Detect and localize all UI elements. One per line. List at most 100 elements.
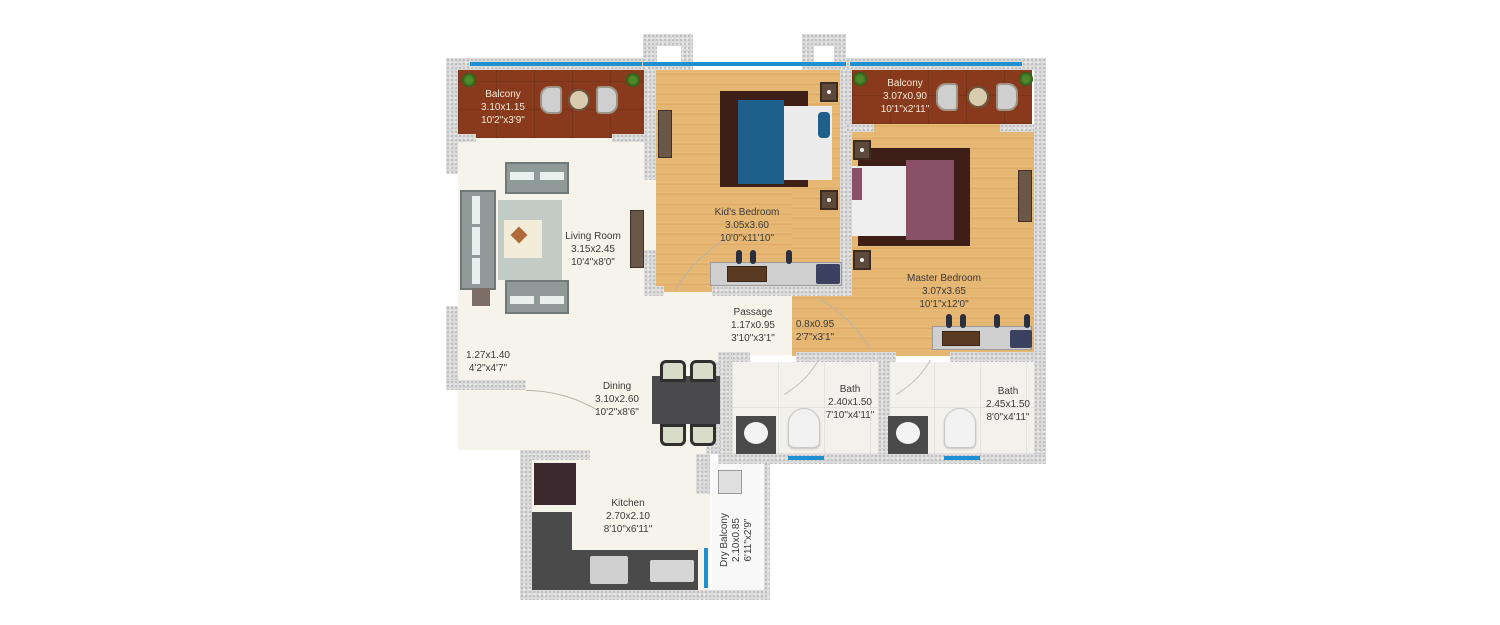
room-metric: 1.17x0.95 bbox=[731, 320, 775, 331]
wall-master-balcony-left bbox=[846, 124, 874, 132]
glass-bath-common bbox=[788, 456, 824, 460]
plant-icon bbox=[853, 72, 867, 86]
room-metric: 3.07x0.90 bbox=[883, 91, 927, 102]
wall-bath-top-left bbox=[720, 352, 750, 362]
label-master-bedroom: Master Bedroom 3.07x3.65 10'1"x12'0" bbox=[907, 272, 981, 311]
stove-icon bbox=[590, 556, 628, 584]
room-name: Dry Balcony bbox=[719, 513, 730, 567]
room-name: Dining bbox=[602, 381, 632, 392]
toilet-icon bbox=[788, 408, 820, 448]
wall-bath-left bbox=[718, 352, 732, 462]
wall-balcony-living-right bbox=[612, 134, 646, 142]
refrigerator bbox=[534, 463, 576, 505]
window-frame-left bbox=[657, 46, 681, 64]
dining-chair bbox=[660, 424, 686, 446]
room-name: Kid's Bedroom bbox=[714, 207, 780, 218]
plant-icon bbox=[1019, 72, 1033, 86]
sofa-cushion bbox=[540, 296, 564, 304]
room-metric: 2.45x1.50 bbox=[986, 399, 1030, 410]
wall-bath-top-right bbox=[950, 352, 1046, 362]
wall-left-living bbox=[446, 138, 458, 174]
room-imperial: 4'2"x4'7" bbox=[468, 363, 508, 374]
tv-unit-living bbox=[630, 210, 644, 268]
wall-kitchen-bottom bbox=[520, 590, 768, 600]
shoe-icon bbox=[1024, 314, 1030, 328]
wall-kitchen-drybalcony bbox=[696, 454, 710, 494]
wall-kitchen-left bbox=[520, 450, 532, 600]
room-metric: 2.10x0.85 bbox=[731, 518, 742, 562]
armchair-icon bbox=[936, 83, 958, 111]
room-imperial: 10'2"x3'9" bbox=[481, 115, 525, 126]
shoe-icon bbox=[786, 250, 792, 264]
room-name: Living Room bbox=[565, 231, 621, 242]
label-kids-bedroom: Kid's Bedroom 3.05x3.60 10'0"x11'10" bbox=[715, 206, 780, 245]
wall-bath-bottom bbox=[718, 454, 1046, 464]
room-imperial: 8'0"x4'11" bbox=[986, 412, 1030, 423]
glass-dry-balcony bbox=[704, 548, 708, 588]
room-imperial: 8'10"x6'11" bbox=[603, 524, 653, 535]
suitcase-icon bbox=[942, 331, 980, 346]
room-metric: 3.07x3.65 bbox=[922, 286, 966, 297]
dining-table bbox=[652, 376, 720, 424]
wall-kids-bottom bbox=[712, 286, 852, 296]
tv-unit-kids bbox=[658, 110, 672, 158]
sofa-cushion bbox=[472, 258, 480, 284]
suitcase-icon bbox=[727, 266, 767, 282]
nightstand-icon bbox=[820, 82, 838, 102]
wall-bath-right bbox=[1034, 352, 1046, 462]
shoe-icon bbox=[946, 314, 952, 328]
room-name: Balcony bbox=[887, 78, 923, 89]
bag-icon bbox=[816, 264, 840, 284]
dining-chair bbox=[690, 360, 716, 382]
coffee-table-icon bbox=[568, 89, 590, 111]
bed-blanket-kids bbox=[738, 100, 784, 184]
label-dry-balcony: Dry Balcony 2.10x0.85 6'11"x2'9" bbox=[719, 513, 755, 567]
nightstand-icon bbox=[853, 140, 871, 160]
room-imperial: 3'10"x3'1" bbox=[731, 333, 775, 344]
wall-balcony-living-left bbox=[446, 134, 476, 142]
wall-bath-divider bbox=[878, 352, 890, 462]
room-imperial: 10'1"x2'11" bbox=[880, 104, 930, 115]
label-kitchen: Kitchen 2.70x2.10 8'10"x6'11" bbox=[604, 497, 653, 536]
shoe-icon bbox=[736, 250, 742, 264]
room-metric: 3.05x3.60 bbox=[725, 220, 769, 231]
wall-master-balcony-right bbox=[1000, 124, 1036, 132]
wall-drybalcony-right bbox=[764, 462, 770, 600]
washing-machine-icon bbox=[718, 470, 742, 494]
sofa-cushion bbox=[472, 196, 480, 224]
room-metric: 3.10x1.15 bbox=[481, 102, 525, 113]
shoe-icon bbox=[994, 314, 1000, 328]
wall-left-balcony bbox=[446, 58, 458, 138]
shoe-icon bbox=[960, 314, 966, 328]
sofa-cushion bbox=[510, 296, 534, 304]
nightstand-icon bbox=[853, 250, 871, 270]
side-table-lamp bbox=[472, 288, 490, 306]
wall-bath-top-mid bbox=[796, 352, 896, 362]
washbasin-icon bbox=[888, 416, 928, 454]
armchair-icon bbox=[596, 86, 618, 114]
label-bath-common: Bath 2.40x1.50 7'10"x4'11" bbox=[826, 383, 875, 422]
sofa-cushion bbox=[472, 227, 480, 255]
wall-foyer-bottom bbox=[446, 380, 526, 390]
bed-blanket-master bbox=[906, 160, 954, 240]
passage-floor bbox=[700, 295, 800, 355]
tv-unit-master bbox=[1018, 170, 1032, 222]
room-imperial: 7'10"x4'11" bbox=[825, 410, 875, 421]
bag-icon bbox=[1010, 330, 1032, 348]
room-metric: 3.10x2.60 bbox=[595, 394, 639, 405]
plant-icon bbox=[626, 73, 640, 87]
wall-left-lower bbox=[446, 306, 458, 390]
room-imperial: 10'1"x12'0" bbox=[919, 299, 969, 310]
nightstand-icon bbox=[820, 190, 838, 210]
sofa-cushion bbox=[510, 172, 534, 180]
glass-railing-left bbox=[470, 62, 642, 66]
room-name: Balcony bbox=[485, 89, 521, 100]
toilet-icon bbox=[944, 408, 976, 448]
wall-kids-left-lower bbox=[644, 250, 656, 295]
label-passage: Passage 1.17x0.95 3'10"x3'1" bbox=[731, 306, 775, 345]
label-living-room: Living Room 3.15x2.45 10'4"x8'0" bbox=[565, 230, 621, 269]
coffee-table-icon bbox=[967, 86, 989, 108]
label-dining: Dining 3.10x2.60 10'2"x8'6" bbox=[595, 380, 639, 419]
room-name: Kitchen bbox=[611, 498, 645, 509]
